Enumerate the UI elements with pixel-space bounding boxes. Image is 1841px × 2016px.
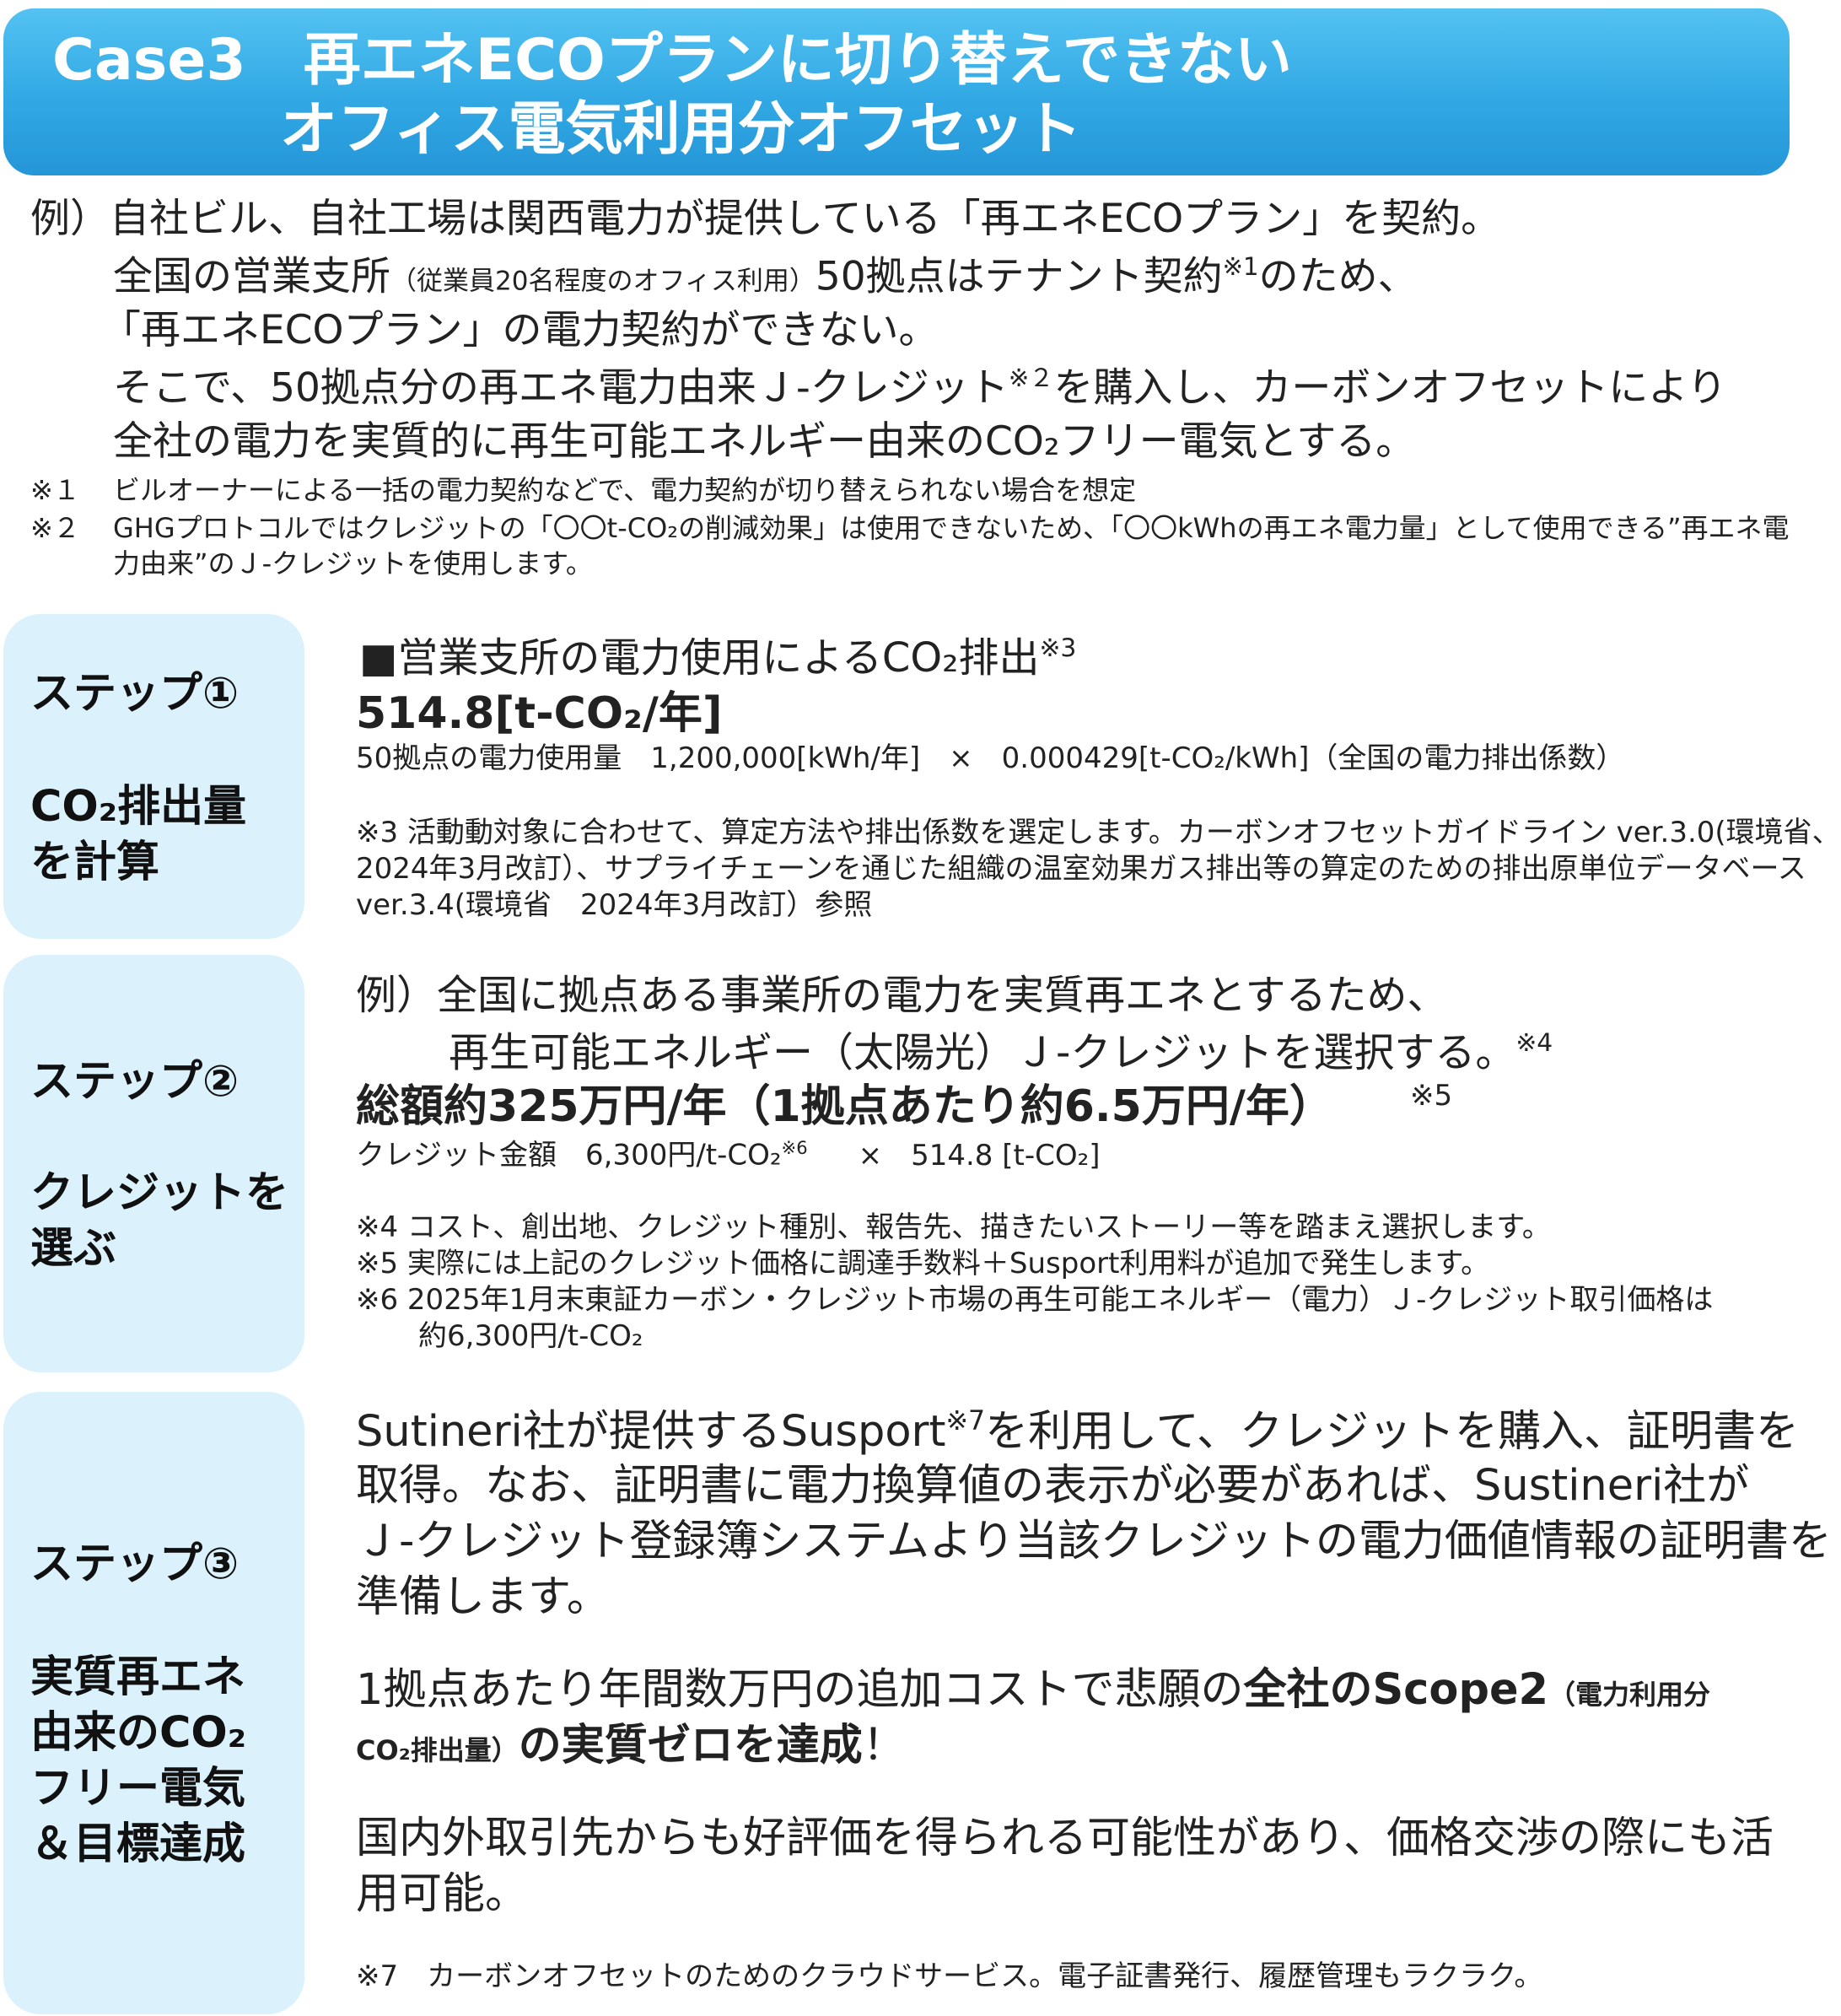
intro-line1: 例）自社ビル、自社工場は関西電力が提供している「再エネECOプラン」を契約。 bbox=[30, 196, 1501, 242]
step3-para1-line4: 準備します。 bbox=[356, 1572, 610, 1622]
step3-note7: ※7 カーボンオフセットのためのクラウドサービス。電子証書発行、履歴管理もラクラ… bbox=[356, 1959, 1543, 1993]
step2-note6-line1: ※6 2025年1月末東証カーボン・クレジット市場の再生可能エネルギー（電力）Ｊ… bbox=[356, 1283, 1714, 1317]
footnote-2-line2: 力由来”のＪ-クレジットを使用します。 bbox=[113, 547, 593, 579]
title-banner bbox=[3, 8, 1790, 175]
step3-para3-line2: 用可能。 bbox=[356, 1869, 529, 1919]
page-title-line1: Case3 再エネECOプランに切り替えできない bbox=[52, 27, 1292, 94]
step2-title-line1: クレジットを bbox=[30, 1168, 289, 1218]
step1-note-line3: ver.3.4(環境省 2024年3月改訂）参照 bbox=[356, 888, 873, 922]
step3-title-line2: 由来のCO₂ bbox=[30, 1708, 247, 1758]
step1-label: ステップ① bbox=[30, 669, 240, 719]
step2-panel bbox=[3, 955, 304, 1372]
step3-para1-line2: 取得。なお、証明書に電力換算値の表示が必要があれば、Sustineri社が bbox=[356, 1461, 1750, 1511]
footnote-1: ビルオーナーによる一括の電力契約などで、電力契約が切り替えられない場合を想定 bbox=[113, 474, 1137, 506]
step1-note-line2: 2024年3月改訂）、サプライチェーンを通じた組織の温室効果ガス排出等の算定のた… bbox=[356, 852, 1806, 886]
step2-note6-line2: 約6,300円/t-CO₂ bbox=[418, 1319, 643, 1353]
step3-title-line3: フリー電気 bbox=[30, 1764, 246, 1814]
step2-example-line1: 例）全国に拠点ある事業所の電力を実質再エネとするため、 bbox=[356, 972, 1448, 1019]
step2-note4: ※4 コスト、創出地、クレジット種別、報告先、描きたいストーリー等を踏まえ選択し… bbox=[356, 1210, 1551, 1244]
step2-example-line2: 再生可能エネルギー（太陽光）Ｊ-クレジットを選択する。※4 bbox=[449, 1028, 1553, 1076]
step2-title-line2: 選ぶ bbox=[30, 1224, 117, 1274]
step2-note5: ※5 実際には上記のクレジット価格に調達手数料＋Susport利用料が追加で発生… bbox=[356, 1247, 1490, 1280]
step3-para3-line1: 国内外取引先からも好評価を得られる可能性があり、価格交渉の際にも活 bbox=[356, 1814, 1774, 1863]
step1-panel bbox=[3, 614, 304, 939]
step3-title-line1: 実質再エネ bbox=[30, 1652, 246, 1702]
intro-line2: 全国の営業支所（従業員20名程度のオフィス利用）50拠点はテナント契約※1のため… bbox=[113, 252, 1418, 300]
step1-heading: ■営業支所の電力使用によるCO₂排出※3 bbox=[359, 633, 1077, 682]
step3-para1-line1: Sutineri社が提供するSusport※7を利用して、クレジットを購入、証明… bbox=[356, 1406, 1800, 1457]
step3-para1-line3: Ｊ-クレジット登録簿システムより当該クレジットの電力価値情報の証明書を bbox=[356, 1517, 1832, 1566]
step3-para2-line1: 1拠点あたり年間数万円の追加コストで悲願の全社のScope2（電力利用分 bbox=[356, 1665, 1711, 1715]
step1-emission-value: 514.8[t-CO₂/年] bbox=[356, 688, 723, 739]
step2-label: ステップ② bbox=[30, 1057, 240, 1107]
footnote-2-line1: GHGプロトコルではクレジットの「〇〇t-CO₂の削減効果」は使用できないため、… bbox=[113, 512, 1790, 544]
intro-line4: そこで、50拠点分の再エネ電力由来Ｊ-クレジット※２を購入し、カーボンオフセット… bbox=[113, 364, 1727, 412]
footnote-2-mark: ※２ bbox=[30, 512, 80, 544]
step3-para2-line2: CO₂排出量）の実質ゼロを達成！ bbox=[356, 1721, 906, 1771]
step2-formula: クレジット金額 6,300円/t-CO₂※6× 514.8 [t-CO₂] bbox=[356, 1137, 1101, 1172]
intro-line5: 全社の電力を実質的に再生可能エネルギー由来のCO₂フリー電気とする。 bbox=[113, 418, 1416, 465]
step2-total-note-mark: ※5 bbox=[1410, 1079, 1453, 1113]
footnote-1-mark: ※１ bbox=[30, 474, 80, 506]
step3-panel bbox=[3, 1392, 304, 2014]
step3-title-line4: ＆目標達成 bbox=[30, 1819, 246, 1869]
step1-formula: 50拠点の電力使用量 1,200,000[kWh/年] × 0.000429[t… bbox=[356, 741, 1625, 775]
step3-label: ステップ③ bbox=[30, 1539, 240, 1589]
step1-title-line1: CO₂排出量 bbox=[30, 782, 247, 832]
intro-line3: 「再エネECOプラン」の電力契約ができない。 bbox=[101, 307, 939, 353]
page-title-line2: オフィス電気利用分オフセット bbox=[280, 96, 1082, 163]
step1-title-line2: を計算 bbox=[30, 838, 160, 887]
step2-total: 総額約325万円/年（1拠点あたり約6.5万円/年） bbox=[356, 1081, 1333, 1132]
step1-note-line1: ※3 活動動対象に合わせて、算定方法や排出係数を選定します。カーボンオフセットガ… bbox=[356, 816, 1841, 849]
